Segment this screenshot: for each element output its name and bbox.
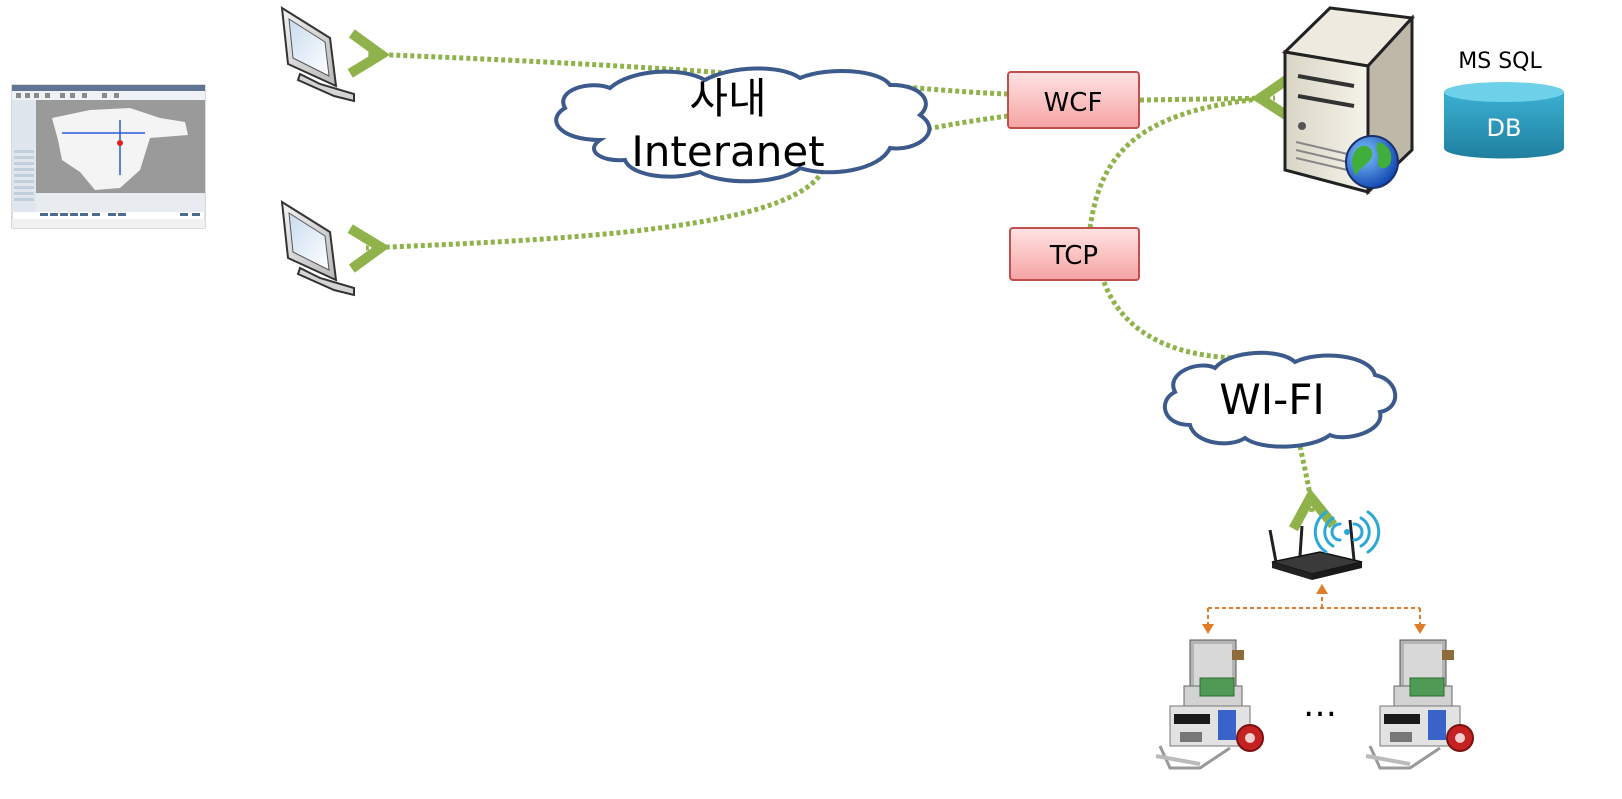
router-robot-arrowheads — [1202, 584, 1426, 634]
router-robot-links — [1207, 592, 1421, 626]
db-caption: MS SQL — [1458, 49, 1542, 74]
link-bottom-monitor — [347, 113, 1009, 273]
wifi-label: WI-FI — [1219, 375, 1325, 424]
link-wifi-router — [1289, 445, 1338, 532]
wifi-signal-icon — [1313, 510, 1381, 554]
app-screenshot-thumbnail — [11, 84, 206, 229]
monitor-icon — [280, 200, 355, 297]
database-icon: MS SQL DB — [1444, 49, 1564, 159]
link-wcf-server — [1139, 73, 1294, 122]
robot-icon — [1155, 639, 1264, 770]
db-label: DB — [1487, 114, 1522, 142]
wcf-box: WCF — [1007, 71, 1140, 129]
monitor-icon — [280, 6, 355, 103]
link-tcp-wifi — [1101, 281, 1236, 361]
robot-icon — [1365, 639, 1474, 770]
wcf-label: WCF — [1044, 88, 1103, 118]
cloud-intranet: 사내 Interanet — [554, 66, 932, 184]
tcp-label: TCP — [1049, 241, 1098, 271]
robots-ellipsis: … — [1303, 685, 1337, 725]
cloud-intranet-line1: 사내 — [689, 74, 766, 123]
cloud-intranet-line2: Interanet — [631, 127, 824, 176]
globe-icon — [1345, 135, 1399, 189]
tcp-box: TCP — [1009, 227, 1140, 281]
cloud-wifi: WI-FI — [1163, 350, 1398, 449]
router-icon — [1268, 519, 1363, 580]
link-tcp-server — [1087, 95, 1271, 229]
